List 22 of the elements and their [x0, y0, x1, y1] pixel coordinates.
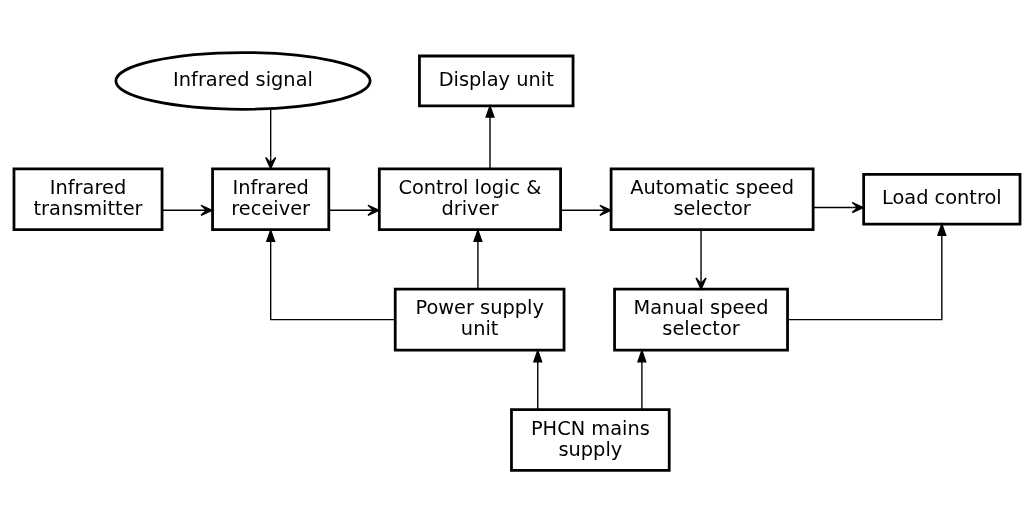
node-box: Infrared transmitter	[12, 166, 164, 231]
arrow	[328, 204, 380, 216]
node-box: Display unit	[418, 54, 575, 107]
node-box: Load control	[862, 172, 1022, 226]
node-box: Control logic & driver	[377, 166, 562, 231]
arrow	[695, 229, 707, 290]
arrow	[532, 348, 543, 410]
node-box: Power supply unit	[393, 287, 566, 351]
node-box: Infrared receiver	[211, 166, 331, 231]
arrow	[265, 227, 396, 320]
node-box: Automatic speed selector	[609, 166, 815, 231]
arrow	[473, 227, 483, 290]
arrow	[485, 103, 495, 169]
arrow	[161, 204, 213, 216]
arrow	[812, 201, 865, 213]
node-box: Manual speed selector	[613, 287, 789, 351]
arrow	[560, 204, 612, 216]
arrow	[787, 221, 947, 320]
arrow	[637, 348, 647, 410]
node-ellipse: Infrared signal	[114, 50, 372, 111]
node-box: PHCN mains supply	[510, 407, 671, 472]
arrow	[265, 107, 277, 169]
